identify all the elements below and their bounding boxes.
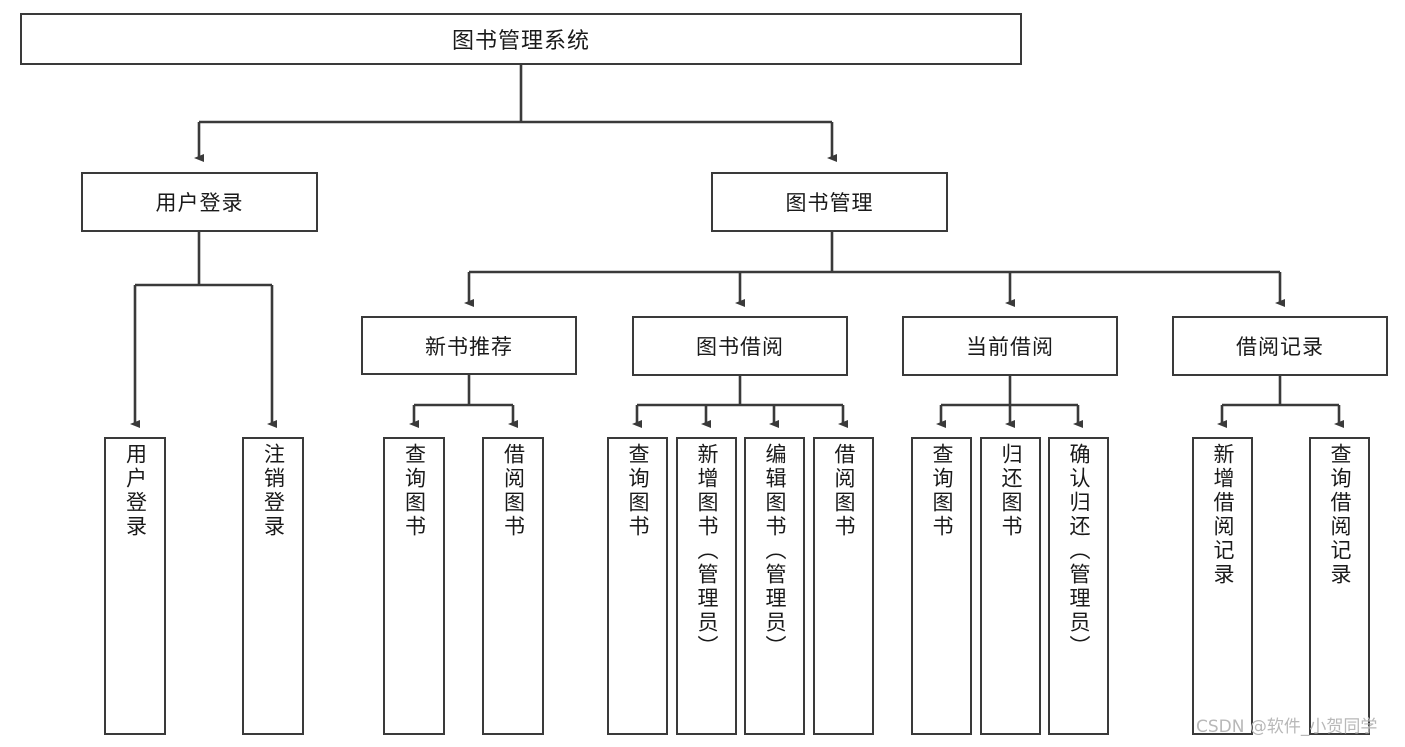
node-label: 借阅图书 <box>832 443 856 539</box>
leaf-current-return-book[interactable]: 归还图书 <box>980 437 1041 735</box>
node-label: 查询借阅记录 <box>1328 443 1352 587</box>
node-label: 编辑图书（管理员） <box>763 443 787 659</box>
node-label: 借阅图书 <box>501 443 526 539</box>
leaf-record-query-record[interactable]: 查询借阅记录 <box>1309 437 1370 735</box>
node-book-management[interactable]: 图书管理 <box>711 172 948 232</box>
node-book-borrow[interactable]: 图书借阅 <box>632 316 848 376</box>
leaf-borrow-query-book[interactable]: 查询图书 <box>607 437 668 735</box>
node-label: 归还图书 <box>999 443 1023 539</box>
node-label: 新增借阅记录 <box>1211 443 1235 587</box>
leaf-current-query-book[interactable]: 查询图书 <box>911 437 972 735</box>
node-label: 查询图书 <box>626 443 650 539</box>
leaf-record-add-record[interactable]: 新增借阅记录 <box>1192 437 1253 735</box>
leaf-user-login-logout[interactable]: 注销登录 <box>242 437 304 735</box>
node-root-system[interactable]: 图书管理系统 <box>20 13 1022 65</box>
node-label: 借阅记录 <box>1236 335 1324 359</box>
node-label: 查询图书 <box>402 443 427 539</box>
leaf-recommend-query-book[interactable]: 查询图书 <box>383 437 445 735</box>
leaf-borrow-edit-book-admin[interactable]: 编辑图书（管理员） <box>744 437 805 735</box>
node-new-book-recommend[interactable]: 新书推荐 <box>361 316 577 375</box>
node-user-login[interactable]: 用户登录 <box>81 172 318 232</box>
leaf-borrow-borrow-book[interactable]: 借阅图书 <box>813 437 874 735</box>
node-label: 新书推荐 <box>425 334 513 359</box>
leaf-current-confirm-return-admin[interactable]: 确认归还（管理员） <box>1048 437 1109 735</box>
leaf-user-login-login[interactable]: 用户登录 <box>104 437 166 735</box>
node-label: 注销登录 <box>261 443 286 539</box>
node-label: 图书借阅 <box>696 335 784 359</box>
node-label: 用户登录 <box>155 191 244 215</box>
leaf-recommend-borrow-book[interactable]: 借阅图书 <box>482 437 544 735</box>
node-borrow-record[interactable]: 借阅记录 <box>1172 316 1388 376</box>
node-label: 查询图书 <box>930 443 954 539</box>
watermark: CSDN @软件_小贺同学 <box>1196 717 1378 737</box>
node-current-borrow[interactable]: 当前借阅 <box>902 316 1118 376</box>
node-label: 确认归还（管理员） <box>1067 443 1091 659</box>
leaf-borrow-add-book-admin[interactable]: 新增图书（管理员） <box>676 437 737 735</box>
node-label: 图书管理 <box>785 191 874 215</box>
node-label: 新增图书（管理员） <box>695 443 719 659</box>
node-label: 用户登录 <box>123 443 148 539</box>
node-label: 当前借阅 <box>966 335 1054 359</box>
node-label: 图书管理系统 <box>451 29 590 54</box>
